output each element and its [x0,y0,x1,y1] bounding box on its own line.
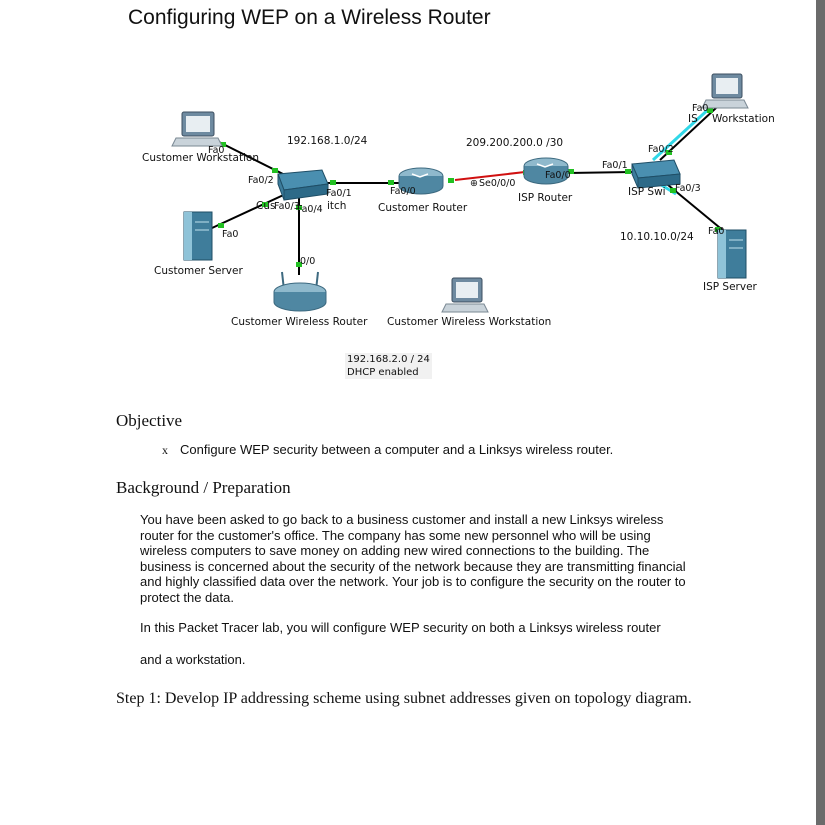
customer-wireless-router-icon[interactable] [273,271,327,312]
customer-router-label: Customer Router [378,202,468,214]
customer-switch-label-end: itch [327,200,346,212]
isp-workstation-label-start: IS [688,113,698,125]
customer-wireless-workstation-icon[interactable] [441,277,489,313]
port-label-cr-fa00: Fa0/0 [390,186,416,197]
background-paragraph-3: and a workstation. [140,652,246,667]
customer-switch-label-start: Cus [256,200,275,212]
port-label-iw-fa0: Fa0 [692,103,708,114]
wan-label: 209.200.200.0 /30 [466,137,563,149]
port-label-sw-fa03: Fa0/3 [274,201,300,212]
port-label-wr-port: 0/0 [300,256,315,267]
customer-lan-label: 192.168.1.0/24 [287,135,368,147]
step-1-heading: Step 1: Develop IP addressing scheme usi… [116,690,692,707]
isp-switch-label: ISP Swi [628,186,666,198]
port-label-sw-fa01: Fa0/1 [326,188,352,199]
isp-switch-icon[interactable] [631,159,681,189]
isp-router-icon[interactable] [523,157,569,185]
port-label-is-fa03: Fa0/3 [675,183,701,194]
customer-switch-icon[interactable] [277,169,329,201]
customer-workstation-label: Customer Workstation [142,152,259,164]
wireless-subnet-label: 192.168.2.0 / 24 [347,354,430,365]
isp-lan-label: 10.10.10.0/24 [620,231,694,243]
customer-router-icon[interactable] [398,167,444,195]
customer-server-icon[interactable] [183,211,213,261]
isp-workstation-label-end: Workstation [712,113,775,125]
customer-wireless-router-label: Customer Wireless Router [231,316,368,328]
port-label-sw-fa04: Fa0/4 [297,204,323,215]
port-label-is-fa01: Fa0/1 [602,160,628,171]
wireless-dhcp-label: DHCP enabled [347,367,419,378]
link-isp-switch-isp-workstation-cross [651,104,714,162]
background-paragraph-1: You have been asked to go back to a busi… [140,512,686,605]
objective-heading: Objective [116,411,183,430]
isp-server-icon[interactable] [717,229,747,279]
network-topology-diagram: 192.168.1.0/24 209.200.200.0 /30 10.10.1… [142,73,775,328]
link-customer-router-isp-router-serial [454,171,526,181]
port-label-isrv-fa0: Fa0 [708,226,724,237]
port-label-sw-fa02: Fa0/2 [248,175,274,186]
port-label-ir-fa00: Fa0/0 [545,170,571,181]
customer-wireless-workstation-label: Customer Wireless Workstation [387,316,551,328]
isp-server-label: ISP Server [703,281,758,293]
wireless-subnet-note: 192.168.2.0 / 24 DHCP enabled [345,353,432,379]
customer-workstation-icon[interactable] [171,111,223,147]
port-label-cr-se-marker: ⊕ [470,178,478,189]
port-label-cr-se000: Se0/0/0 [479,178,515,189]
port-label-is-fa02: Fa0/2 [648,144,674,155]
page-title: Configuring WEP on a Wireless Router [128,6,491,29]
isp-workstation-icon[interactable] [701,73,749,109]
objective-bullet: x Configure WEP security between a comput… [162,442,613,458]
port-label-cw-fa0: Fa0 [208,145,224,156]
background-paragraph-2: In this Packet Tracer lab, you will conf… [140,620,661,635]
objective-text: Configure WEP security between a compute… [180,442,614,457]
customer-server-label: Customer Server [154,265,243,277]
background-heading: Background / Preparation [116,478,291,497]
port-label-srv-fa0: Fa0 [222,229,238,240]
isp-router-label: ISP Router [518,192,573,204]
link-isp-router-isp-switch [567,171,633,174]
link-server-switch [211,191,291,229]
bullet-marker: x [162,443,168,457]
